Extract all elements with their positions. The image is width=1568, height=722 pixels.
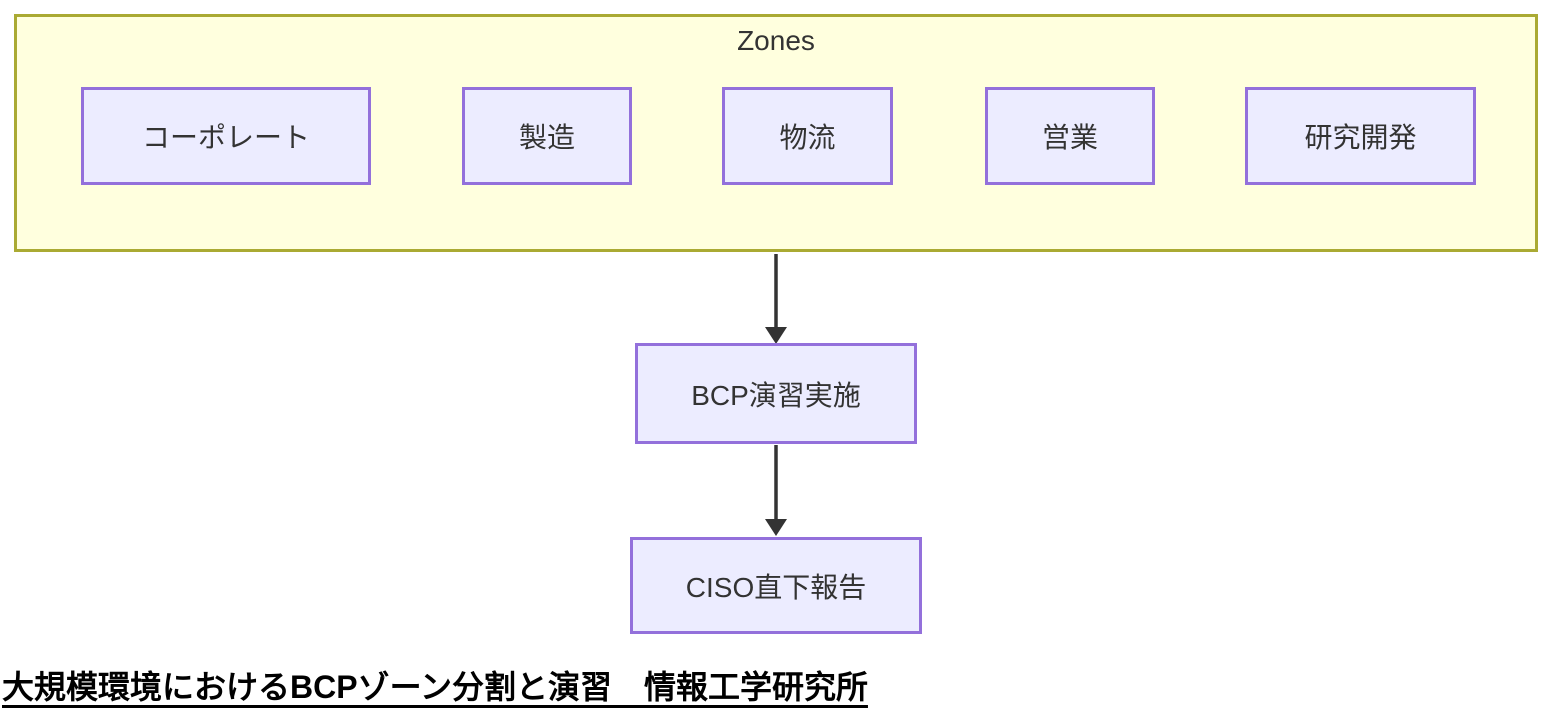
- zone-node-rnd: 研究開発: [1245, 87, 1476, 185]
- arrow-bcp-to-ciso: [765, 445, 787, 536]
- zone-node-manufacturing: 製造: [462, 87, 632, 185]
- diagram-caption: 大規模環境におけるBCPゾーン分割と演習 情報工学研究所: [2, 669, 868, 705]
- node-bcp-exercise: BCP演習実施: [635, 343, 917, 444]
- zone-node-corporate: コーポレート: [81, 87, 371, 185]
- node-ciso-report: CISO直下報告: [630, 537, 922, 634]
- zones-cluster-title: Zones: [737, 25, 815, 56]
- zone-node-sales: 営業: [985, 87, 1155, 185]
- zones-cluster: Zones コーポレート 製造 物流 営業 研究開発: [14, 14, 1538, 252]
- arrow-zones-to-bcp: [765, 254, 787, 344]
- zone-node-logistics: 物流: [722, 87, 893, 185]
